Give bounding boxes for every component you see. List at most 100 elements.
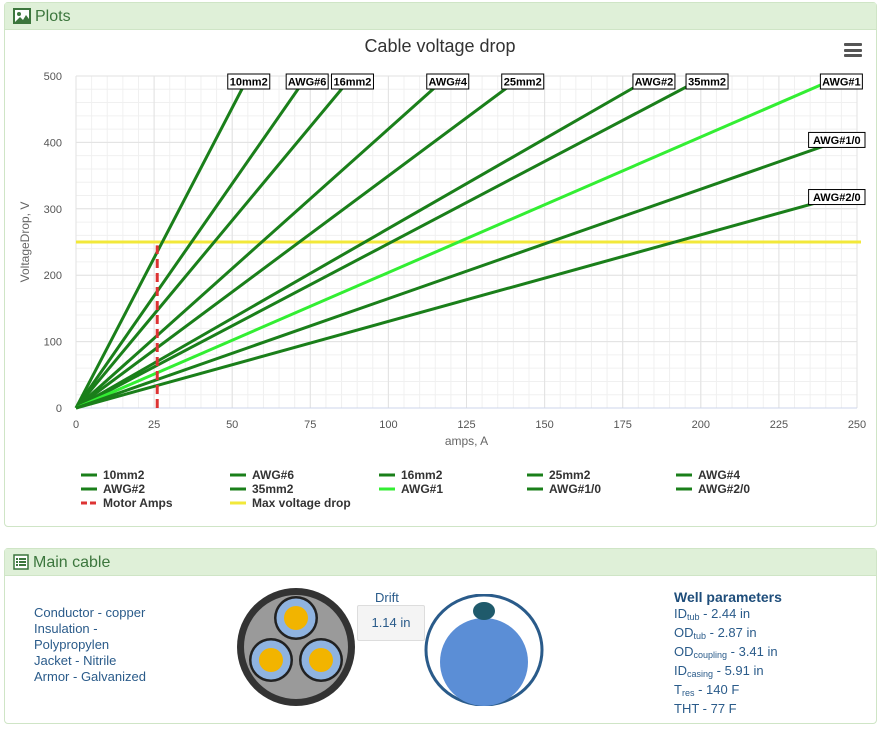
y-tick-label: 100	[44, 337, 62, 349]
chart-menu-button[interactable]	[844, 43, 862, 57]
series-end-label-16mm2: 16mm2	[330, 73, 374, 90]
insulation-value-text: Polypropylen	[34, 637, 110, 652]
series-end-label-box	[227, 73, 271, 90]
x-tick-label: 200	[692, 419, 710, 431]
x-tick-label: 125	[457, 419, 475, 431]
series-end-label-text: AWG#6	[288, 77, 327, 89]
series-line-16mm2	[74, 75, 354, 409]
legend-label: 10mm2	[103, 468, 145, 482]
legend-label: AWG#6	[252, 468, 294, 482]
x-tick-label: 150	[535, 419, 553, 431]
legend-item-Motor Amps[interactable]: Motor Amps	[81, 496, 173, 510]
series-end-label-text: AWG#2/0	[813, 192, 861, 204]
series-end-label-box	[808, 131, 866, 148]
main-cable-panel: Main cable Conductor - copper Insulation…	[4, 548, 877, 724]
series-line-35mm2	[75, 74, 708, 410]
series-end-label-text: 10mm2	[230, 77, 268, 89]
series-end-label-AWG#1: AWG#1	[819, 73, 863, 90]
series-line-10mm2	[74, 75, 251, 409]
plots-panel-title: Plots	[35, 7, 71, 25]
y-tick-label: 0	[56, 403, 62, 415]
legend-item-16mm2[interactable]: 16mm2	[379, 468, 443, 482]
legend-item-10mm2[interactable]: 10mm2	[81, 468, 145, 482]
cable-cross-section-graphic	[237, 588, 355, 706]
series-line-AWG#4	[75, 74, 449, 410]
voltage-drop-chart: Cable voltage drop 0 25 50 75 100 125 150 175 200…	[18, 36, 866, 510]
chart-title: Cable voltage drop	[364, 36, 515, 56]
series-line-AWG#2	[75, 74, 655, 410]
legend-item-AWG#4[interactable]: AWG#4	[676, 468, 740, 482]
series-end-label-AWG#2: AWG#2	[632, 73, 676, 90]
legend-item-25mm2[interactable]: 25mm2	[527, 468, 591, 482]
series-end-label-text: AWG#2	[635, 77, 674, 89]
series-line-AWG#1	[75, 74, 842, 410]
series-line-AWG#2/0	[75, 190, 858, 410]
legend-item-AWG#6[interactable]: AWG#6	[230, 468, 294, 482]
x-tick-label: 25	[148, 419, 160, 431]
series-line-AWG#1/0	[75, 133, 858, 410]
series-end-label-box	[632, 73, 676, 90]
insulation-text: Insulation -	[34, 621, 98, 636]
main-cable-panel-header: Main cable	[5, 549, 876, 576]
series-end-label-box	[819, 73, 863, 90]
legend-label: 16mm2	[401, 468, 443, 482]
legend-item-AWG#2[interactable]: AWG#2	[81, 482, 145, 496]
series-end-label-box	[426, 73, 470, 90]
legend-item-AWG#2/0[interactable]: AWG#2/0	[676, 482, 750, 496]
legend-label: Motor Amps	[103, 496, 173, 510]
series-line-AWG#6	[74, 75, 309, 409]
drift-label: Drift	[375, 590, 399, 605]
series-end-label-25mm2: 25mm2	[501, 73, 545, 90]
legend-label: Max voltage drop	[252, 496, 351, 510]
legend-item-Max voltage drop[interactable]: Max voltage drop	[230, 496, 351, 510]
well-parameters-title: Well parameters	[674, 589, 782, 605]
plots-panel: Plots Cable voltage drop 0 25 50 75 100 125 150…	[4, 2, 877, 527]
list-icon	[13, 554, 29, 570]
plots-panel-header: Plots	[5, 3, 876, 30]
x-tick-label: 225	[770, 419, 788, 431]
legend-label: AWG#1	[401, 482, 443, 496]
y-tick-label: 500	[44, 71, 62, 83]
legend-label: AWG#2	[103, 482, 145, 496]
legend-label: 35mm2	[252, 482, 294, 496]
cable-specs: Conductor - copper Insulation - Polyprop…	[34, 605, 146, 685]
legend-item-35mm2[interactable]: 35mm2	[230, 482, 294, 496]
armor-text: Armor - Galvanized	[34, 669, 146, 684]
x-tick-label: 50	[226, 419, 238, 431]
series-end-label-box	[330, 73, 374, 90]
legend-item-AWG#1[interactable]: AWG#1	[379, 482, 443, 496]
x-tick-label: 175	[614, 419, 632, 431]
x-tick-label: 0	[73, 419, 79, 431]
legend-label: 25mm2	[549, 468, 591, 482]
series-end-label-text: AWG#1	[822, 77, 861, 89]
y-axis-label: VoltageDrop, V	[18, 202, 32, 283]
well-parameter-item: IDtub - 2.44 in	[674, 606, 751, 622]
legend-label: AWG#4	[698, 468, 740, 482]
drift-value-box: 1.14 in	[357, 605, 425, 641]
y-tick-label: 200	[44, 270, 62, 282]
legend-item-AWG#1/0[interactable]: AWG#1/0	[527, 482, 601, 496]
series-end-label-text: AWG#1/0	[813, 135, 861, 147]
series-end-label-box	[808, 189, 866, 206]
x-tick-label: 75	[304, 419, 316, 431]
series-end-label-box	[685, 73, 729, 90]
series-end-label-box	[285, 73, 329, 90]
conductor-text: Conductor - copper	[34, 605, 146, 620]
series-end-label-box	[501, 73, 545, 90]
well-parameter-item: IDcasing - 5.91 in	[674, 663, 764, 679]
well-cross-section-graphic	[424, 594, 544, 706]
series-end-label-AWG#4: AWG#4	[426, 73, 470, 90]
y-tick-label: 300	[44, 204, 62, 216]
x-tick-label: 100	[379, 419, 397, 431]
main-cable-panel-title: Main cable	[33, 553, 111, 571]
well-parameter-item: THT - 77 F	[674, 701, 737, 716]
series-line-25mm2	[75, 74, 524, 410]
series-end-label-text: 25mm2	[504, 77, 542, 89]
legend-label: AWG#1/0	[549, 482, 601, 496]
jacket-text: Jacket - Nitrile	[34, 653, 117, 668]
image-icon	[13, 8, 31, 24]
series-end-label-35mm2: 35mm2	[685, 73, 729, 90]
x-axis-label: amps, A	[445, 434, 488, 448]
series-end-label-text: 16mm2	[334, 77, 372, 89]
